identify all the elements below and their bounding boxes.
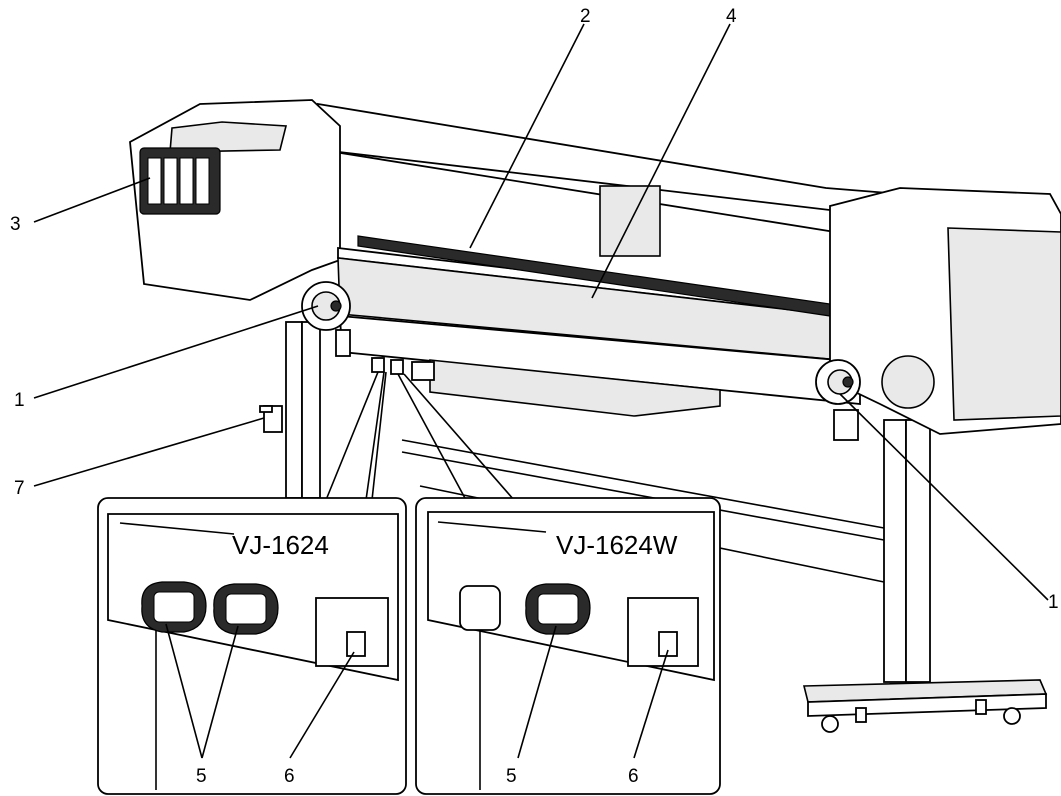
stand xyxy=(285,321,1048,733)
callout-1: 1 xyxy=(14,390,25,411)
zoom-connectors xyxy=(325,371,515,501)
callout-3: 3 xyxy=(10,214,21,235)
inset-model-label: VJ-1624W xyxy=(556,530,678,560)
callout-2: 2 xyxy=(580,6,591,27)
callout-labels: 2 4 3 1 7 1 xyxy=(10,6,1059,613)
roll-holder-right xyxy=(815,359,861,441)
leader-lines xyxy=(33,23,1049,601)
callout-1: 1 xyxy=(1048,592,1059,613)
inset-vj-1624: VJ-1624 5 6 xyxy=(97,497,407,795)
callout-6: 6 xyxy=(628,766,639,787)
printer-body xyxy=(129,99,1061,435)
inset-vj-1624w: VJ-1624W 5 6 xyxy=(415,497,721,795)
lan-port-icon xyxy=(346,631,366,657)
callout-5: 5 xyxy=(506,766,517,787)
callout-7: 7 xyxy=(14,478,25,499)
inset-model-label: VJ-1624 xyxy=(232,530,329,560)
callout-5: 5 xyxy=(196,766,207,787)
callout-4: 4 xyxy=(726,6,737,27)
media-clamp-lever xyxy=(259,405,283,433)
lan-port-icon xyxy=(658,631,678,657)
roll-holder-left xyxy=(301,281,351,357)
callout-6: 6 xyxy=(284,766,295,787)
